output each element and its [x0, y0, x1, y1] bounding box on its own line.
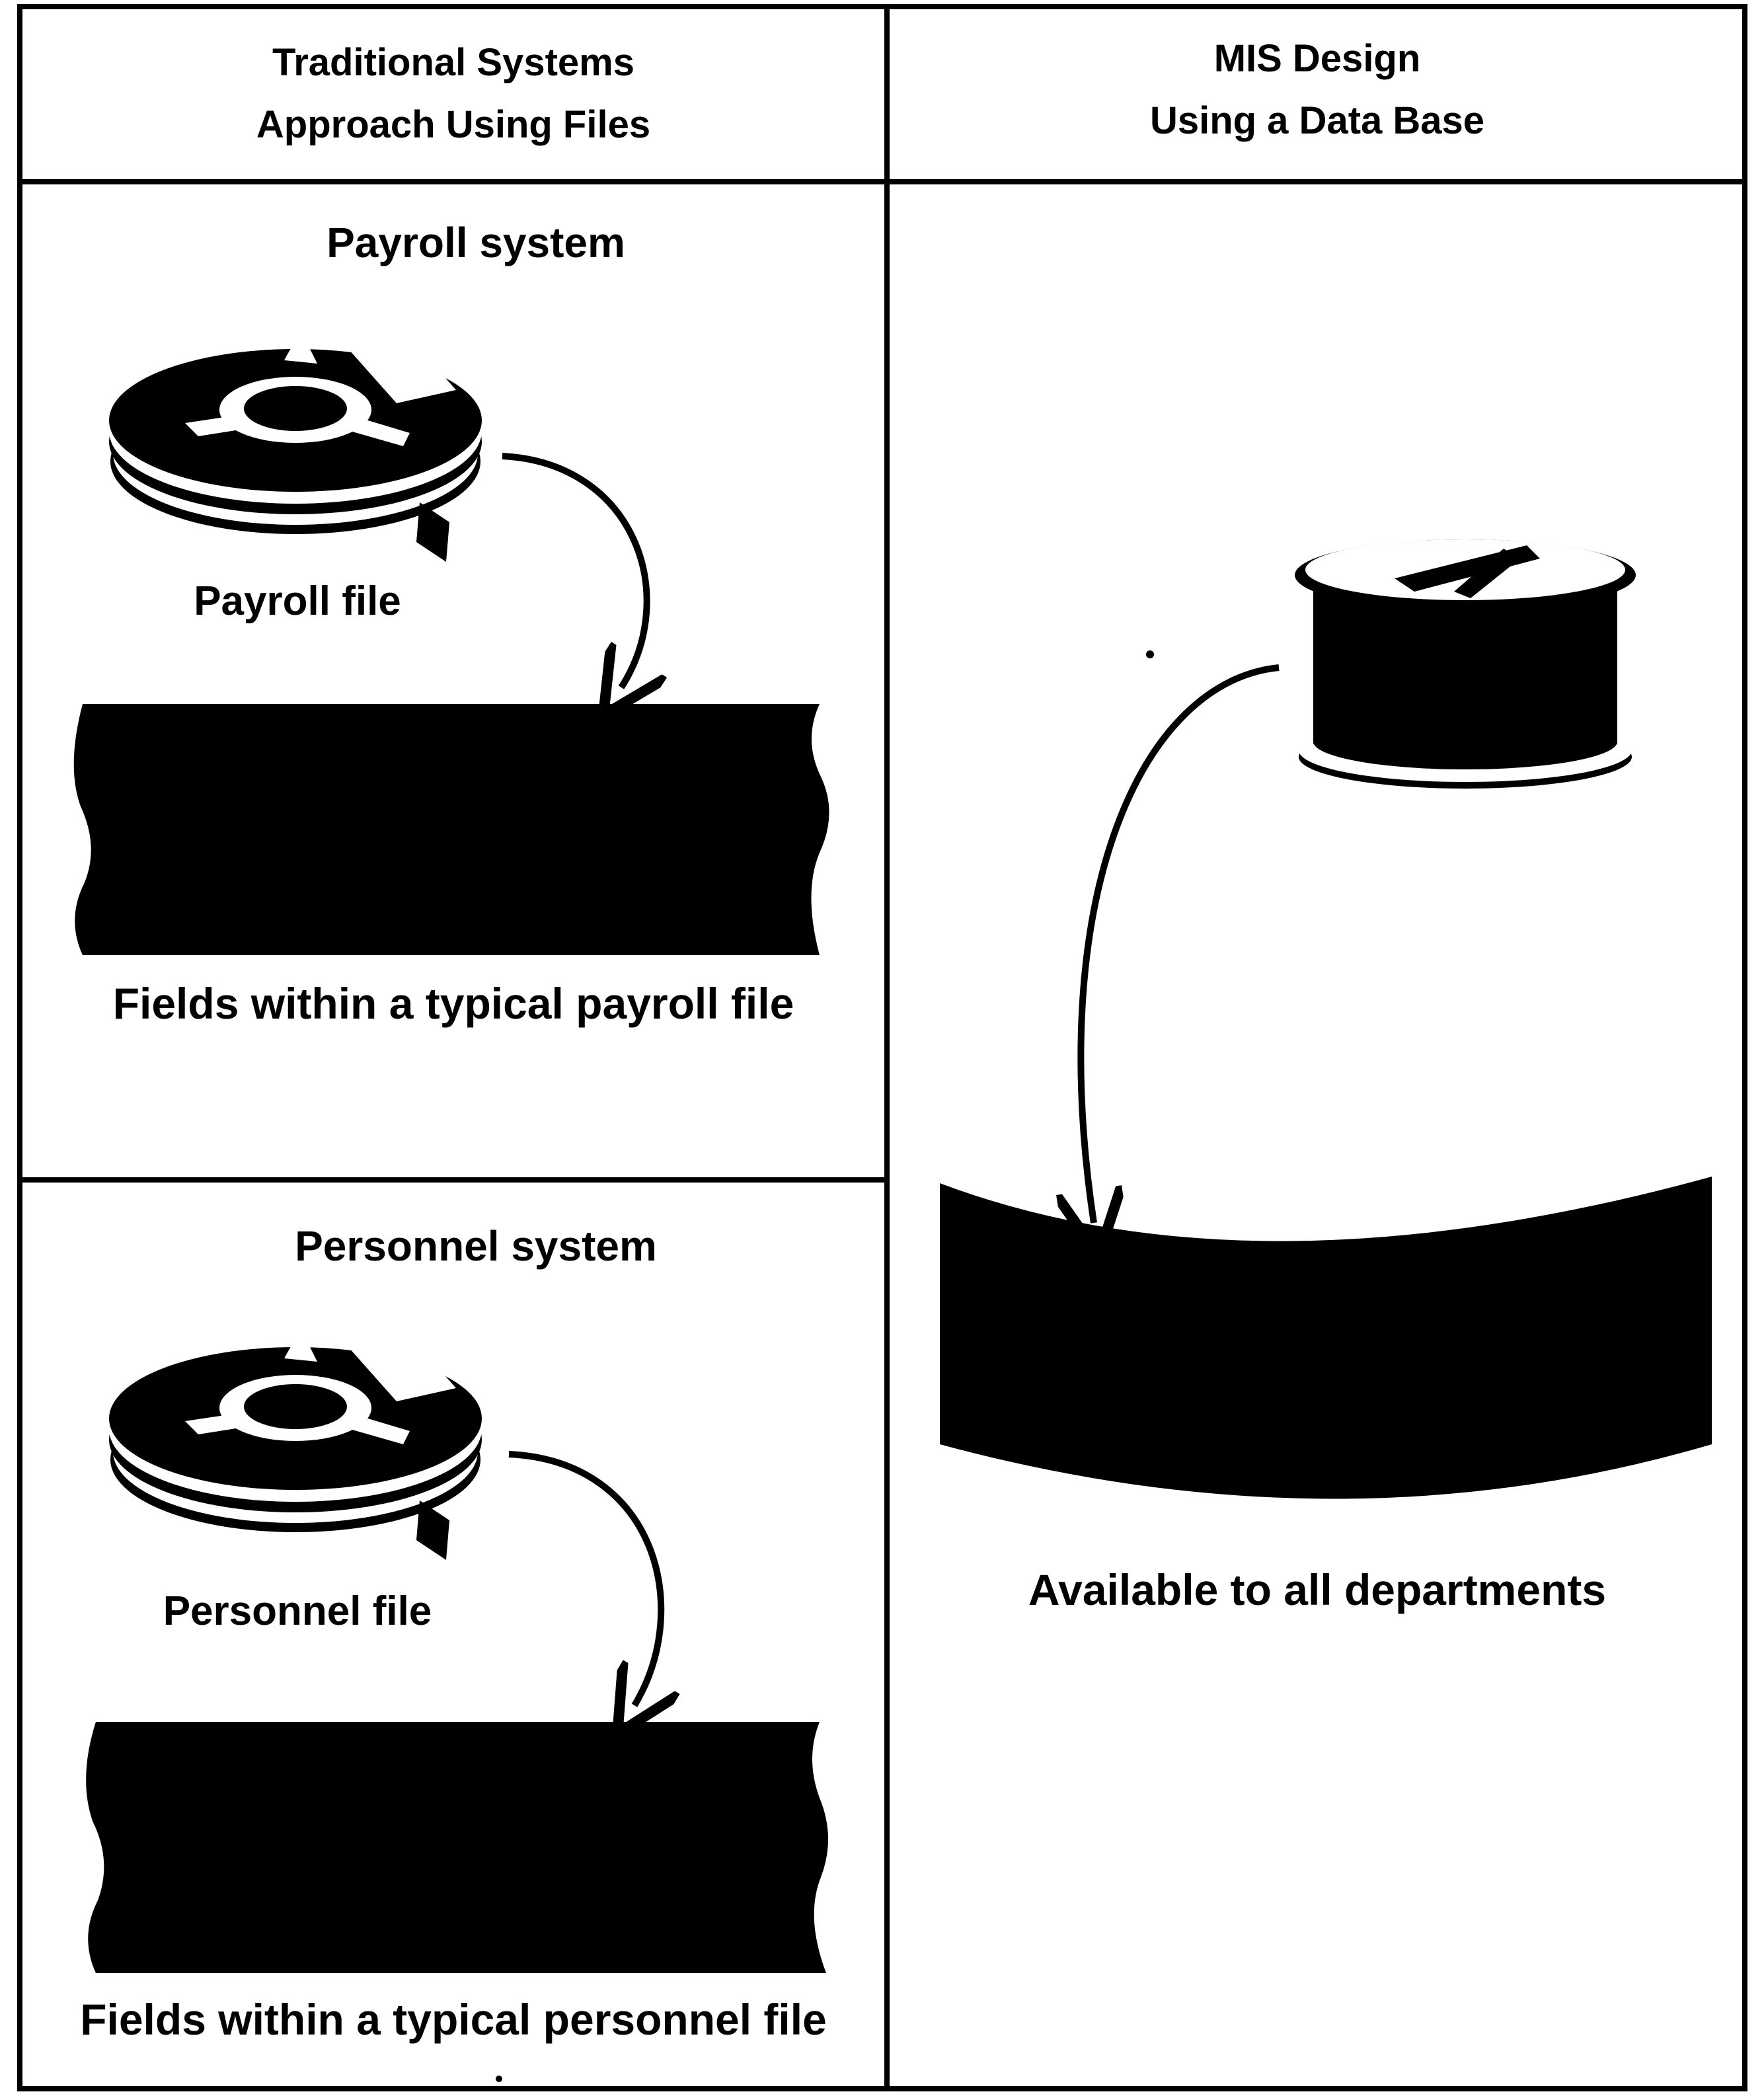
database-curved-arrow-icon: [1081, 668, 1279, 1223]
header-left-line1: Traditional Systems: [20, 32, 887, 94]
header-traditional-title: Traditional Systems Approach Using Files: [20, 32, 887, 156]
payroll-system-label: Payroll system: [20, 216, 932, 269]
payroll-curved-arrow-icon: [502, 456, 647, 687]
database-caption: Available to all departments: [890, 1563, 1745, 1616]
header-left-line2: Approach Using Files: [20, 94, 887, 156]
header-right-line2: Using a Data Base: [890, 90, 1745, 152]
speck-dot: [496, 2076, 502, 2082]
header-mis-title: MIS Design Using a Data Base: [890, 28, 1745, 152]
personnel-fields-strip: [86, 1722, 828, 1973]
personnel-curved-arrow-icon: [509, 1454, 661, 1705]
personnel-system-label: Personnel system: [20, 1220, 932, 1272]
payroll-file-label: Payroll file: [165, 576, 430, 627]
disk-pack-icon: [1295, 539, 1636, 789]
shared-data-band: [940, 1177, 1712, 1499]
payroll-fields-caption: Fields within a typical payroll file: [20, 977, 887, 1030]
personnel-fields-caption: Fields within a typical personnel file: [20, 1993, 887, 2046]
payroll-fields-strip: [74, 704, 829, 955]
header-right-line1: MIS Design: [890, 28, 1745, 90]
speck-dot: [1146, 650, 1154, 658]
personnel-file-label: Personnel file: [132, 1586, 463, 1637]
personnel-tape-reel-icon: [109, 1329, 482, 1560]
payroll-tape-reel-icon: [109, 331, 482, 562]
